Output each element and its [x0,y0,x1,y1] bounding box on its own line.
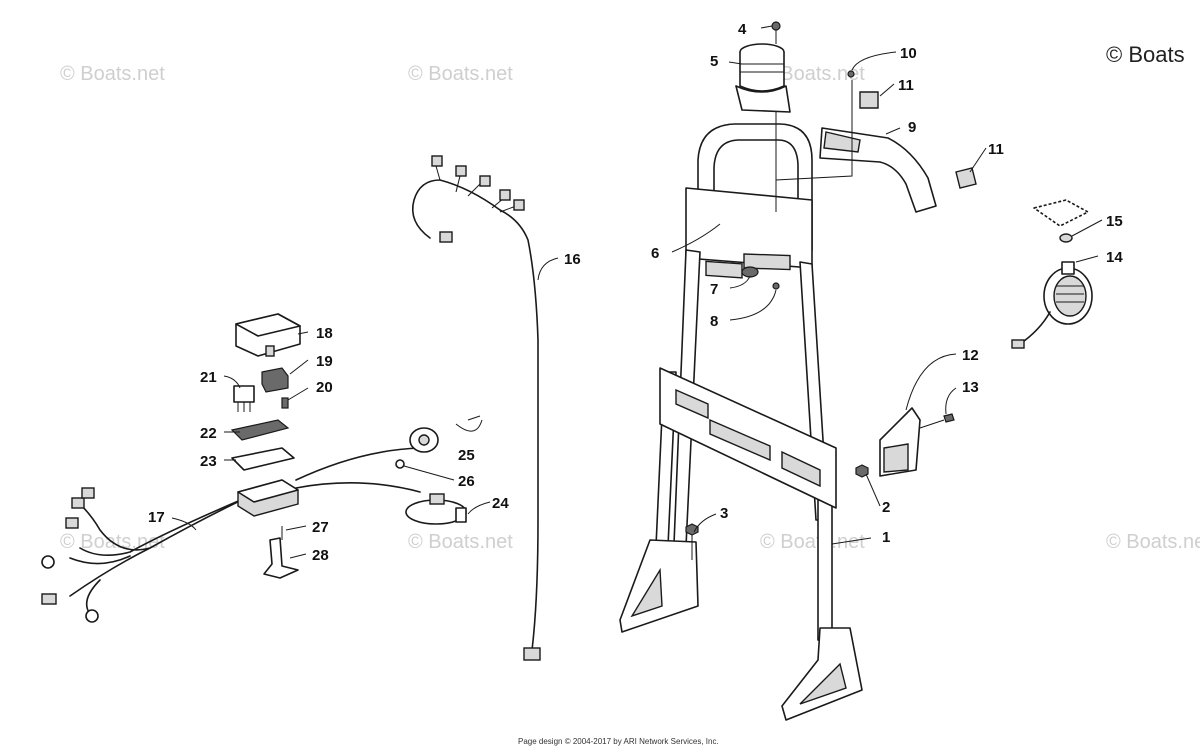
callout-3: 3 [720,505,728,522]
callout-5: 5 [710,53,718,70]
callout-16: 16 [564,251,581,268]
mount-bracket-part [879,407,921,477]
bracket-part [819,127,937,213]
clip-part [859,91,879,109]
callout-26: 26 [458,473,475,490]
small-screw-part [772,282,780,290]
callout-13: 13 [962,379,979,396]
callout-12: 12 [962,347,979,364]
callout-14: 14 [1106,249,1123,266]
bolt-part [685,523,699,560]
callout-21: 21 [200,369,217,386]
bracket-screw-part [847,70,855,78]
long-harness-part [411,155,541,661]
nut-part [855,464,869,478]
washer-part [1033,199,1089,243]
small-bracket-part [263,537,299,579]
fuse-part [281,397,289,409]
beacon-light-part [735,43,791,212]
callout-4: 4 [738,21,747,38]
watermark: © Boats.net [760,531,865,553]
watermarks: © Boats.net © Boats.net © Boats.net © Bo… [60,42,1200,553]
callout-6: 6 [651,245,659,262]
callout-25: 25 [458,447,475,464]
watermark: © Boats.net [408,63,513,85]
fuse-box-cover-part [235,313,301,357]
main-harness-part [41,447,421,623]
fuse-block-part [237,479,299,517]
callout-15: 15 [1106,213,1123,230]
callout-9: 9 [908,119,916,136]
callout-22: 22 [200,425,217,442]
callout-18: 18 [316,325,333,342]
callout-11: 11 [898,77,914,94]
mini-relay-part [233,385,255,412]
leader-lines [171,25,1103,559]
callout-28: 28 [312,547,329,564]
clip-part-2 [955,167,977,189]
mount-bolt-part [919,413,955,429]
callout-7: 7 [710,281,718,298]
relay-part [261,367,289,393]
callout-19: 19 [316,353,333,370]
callout-10: 10 [900,45,917,62]
watermark-corner: © Boats [1106,42,1185,67]
callout-8: 8 [710,313,718,330]
watermark: © Boats.net [760,63,865,85]
screw-part [771,21,781,44]
gasket-part [231,447,295,471]
watermark: © Boats.net [60,63,165,85]
page-footer: Page design © 2004-2017 by ARI Network S… [518,737,719,746]
watermark: © Boats.net [408,531,513,553]
switch-part [409,415,481,453]
work-light-part [1011,261,1093,349]
watermark: © Boats.net [1106,531,1200,553]
label-part [230,419,290,441]
grommet-part [741,266,759,278]
callouts: 1 2 3 4 5 6 7 8 9 10 11 11 12 13 14 15 1… [148,21,1123,564]
callout-2: 2 [882,499,890,516]
callout-11-second: 11 [988,141,1004,158]
callout-23: 23 [200,453,217,470]
switch-nut-part [395,459,405,469]
callout-1: 1 [882,529,890,546]
frame-part [619,123,863,721]
callout-20: 20 [316,379,333,396]
callout-17: 17 [148,509,165,526]
callout-24: 24 [492,495,509,512]
callout-27: 27 [312,519,329,536]
lens-part [405,493,467,525]
